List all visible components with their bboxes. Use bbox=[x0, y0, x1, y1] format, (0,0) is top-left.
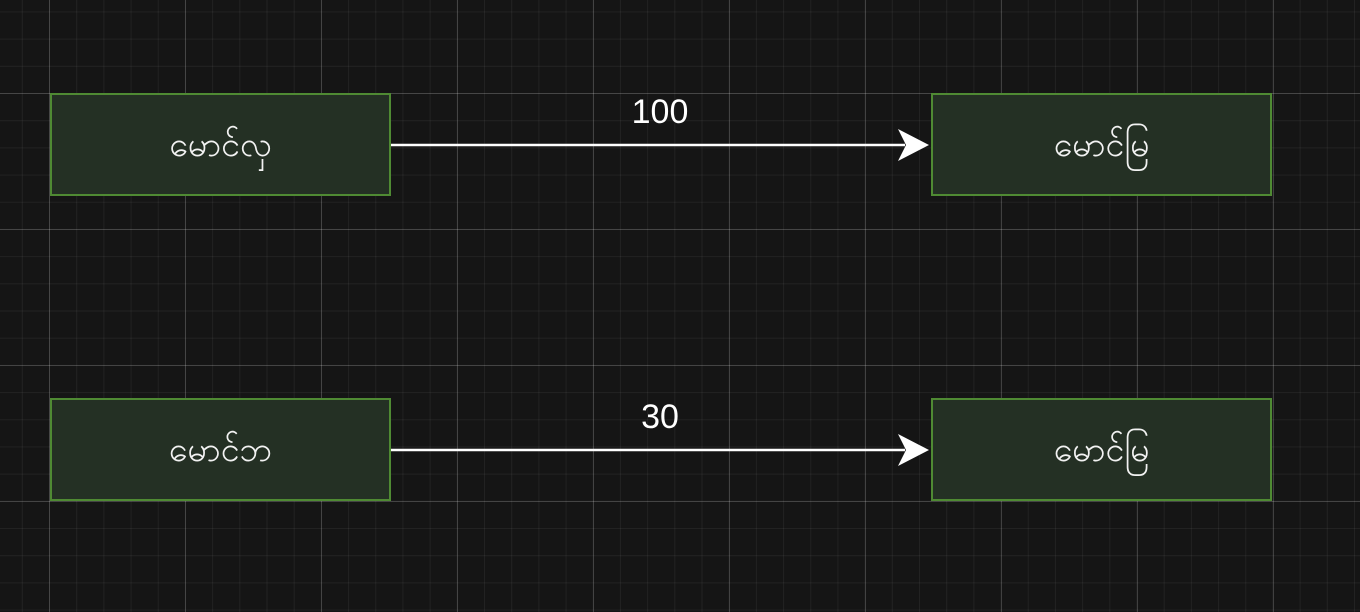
edge-label-100: 100 bbox=[631, 93, 689, 131]
node-label: မောင်မြ bbox=[1053, 429, 1150, 470]
edge-arrowhead-a-b bbox=[898, 129, 929, 161]
node-maung-ba[interactable]: မောင်ဘ bbox=[50, 398, 391, 501]
node-maung-hla[interactable]: မောင်လှ bbox=[50, 93, 391, 196]
node-label: မောင်ဘ bbox=[168, 429, 273, 470]
node-label: မောင်မြ bbox=[1053, 124, 1150, 165]
node-label: မောင်လှ bbox=[169, 124, 272, 165]
edge-label-30: 30 bbox=[641, 398, 679, 436]
node-maung-mya-bottom[interactable]: မောင်မြ bbox=[931, 398, 1272, 501]
node-maung-mya-top[interactable]: မောင်မြ bbox=[931, 93, 1272, 196]
edge-arrowhead-c-d bbox=[898, 434, 929, 466]
